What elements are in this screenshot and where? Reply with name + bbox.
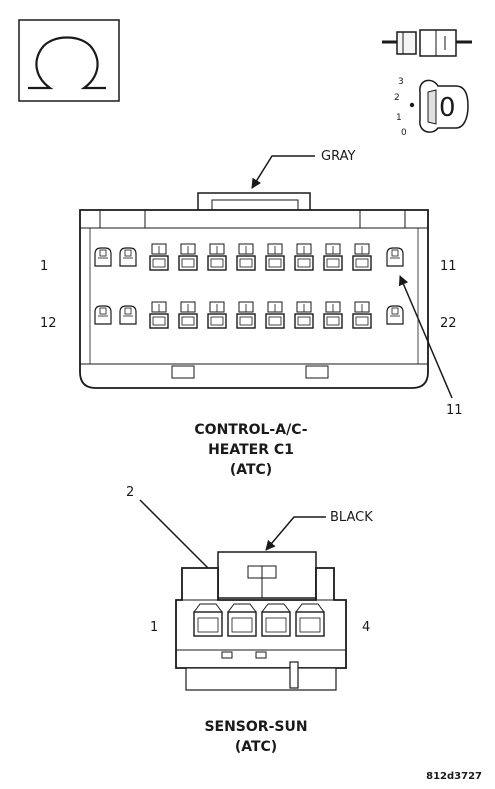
c1-color-label: GRAY [321,149,355,164]
c1-cavity-r1-2 [119,247,137,267]
c1-title-line-2: HEATER C1 [208,442,294,458]
c1-cavity-r2-10 [352,301,372,329]
connector-c1: GRAY 1 12 11 22 [40,149,463,478]
ohm-symbol-icon [18,19,120,102]
c1-title-line-3: (ATC) [230,462,272,478]
sun-color-label: BLACK [330,510,373,525]
ignition-key-icon: 3 2 1 0 0 [394,77,469,138]
sun-title-line-1: SENSOR-SUN [204,719,307,735]
ignition-position-2: 2 [394,93,400,103]
c1-cavity-r2-5 [207,301,227,329]
sun-latch [217,551,317,599]
c1-callout-11: 11 [446,403,463,418]
sun-pin-label-4: 4 [362,620,370,635]
c1-cavity-r1-10 [352,243,372,271]
sun-pin-label-1: 1 [150,620,158,635]
sun-pin-cavities [193,603,325,637]
sun-cavity-2 [227,603,257,637]
connector-plug-icon [382,29,472,57]
c1-cavity-r1-6 [236,243,256,271]
ignition-position-0: 0 [401,128,407,138]
c1-cavity-r1-8 [294,243,314,271]
c1-cavity-r2-3 [149,301,169,329]
c1-cavity-r2-8 [294,301,314,329]
c1-cavity-r2-11 [386,305,404,325]
c1-cavity-r1-1 [94,247,112,267]
c1-pin-cavities [94,243,404,329]
c1-cavity-r2-1 [94,305,112,325]
c1-cavity-r2-7 [265,301,285,329]
c1-pin-label-11: 11 [440,259,457,274]
c1-cavity-r1-5 [207,243,227,271]
c1-cavity-r2-4 [178,301,198,329]
c1-pin-label-1: 1 [40,259,48,274]
ignition-position-3: 3 [398,77,404,87]
c1-cavity-r2-9 [323,301,343,329]
c1-cavity-r1-3 [149,243,169,271]
sun-cavity-1 [193,603,223,637]
c1-cavity-r2-2 [119,305,137,325]
sun-callout-2: 2 [126,485,134,500]
c1-housing [79,209,429,389]
connector-sun-sensor: 2 BLACK 1 4 SENSOR-SUN (ATC) [126,485,373,755]
c1-title-line-1: CONTROL-A/C- [194,422,307,438]
c1-cavity-r2-6 [236,301,256,329]
c1-cavity-r1-7 [265,243,285,271]
c1-pin-label-22: 22 [440,316,457,331]
c1-cavity-r1-11 [386,247,404,267]
ignition-position-1: 1 [396,113,402,123]
ignition-key-glyph: 0 [439,93,456,123]
figure-id: 812d3727 [426,771,482,782]
sun-title-line-2: (ATC) [235,739,277,755]
sun-housing [175,567,347,691]
c1-cavity-r1-9 [323,243,343,271]
c1-pin-label-12: 12 [40,316,57,331]
sun-cavity-4 [295,603,325,637]
sun-cavity-3 [261,603,291,637]
c1-cavity-r1-4 [178,243,198,271]
